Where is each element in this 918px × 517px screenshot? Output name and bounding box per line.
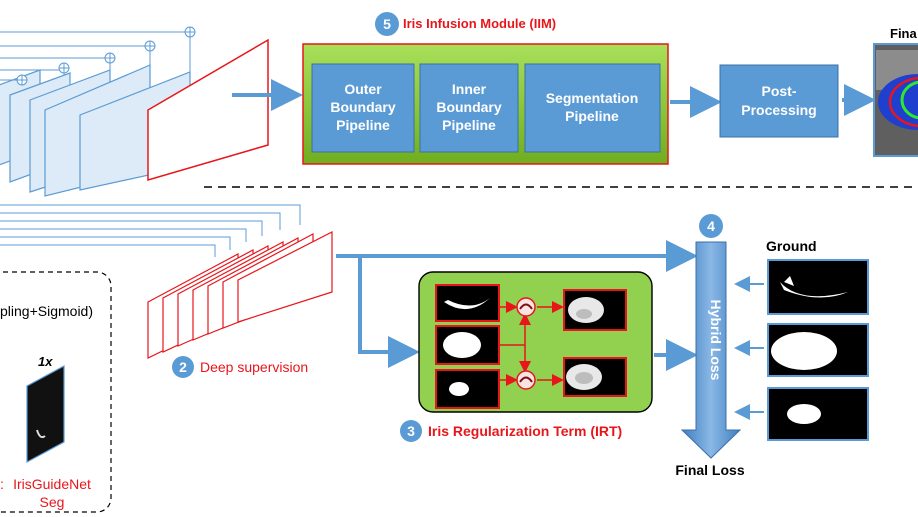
ground-mask-boundary [767, 259, 869, 315]
ground-mask-inner [767, 387, 869, 441]
hybrid-loss-arrow [680, 241, 742, 459]
inner-boundary-label-3: Pipeline [442, 117, 496, 133]
irt-module [418, 271, 653, 413]
irt-mask-inner [435, 369, 500, 409]
legend-name-line2: Seg [40, 494, 65, 510]
hybrid-loss-badge [699, 214, 723, 238]
outer-boundary-label-1: Outer [344, 81, 382, 97]
legend-partial-text: pling+Sigmoid) [0, 303, 93, 319]
irt-badge [400, 420, 422, 442]
legend-scale: 1x [38, 354, 53, 369]
legend-name-line1: IrisGuideNet [13, 476, 91, 492]
iim-title: Iris Infusion Module (IIM) [403, 16, 556, 31]
deep-supervision-stack [147, 231, 333, 359]
irt-label: Iris Regularization Term (IRT) [428, 423, 622, 439]
skip-connections [0, 31, 191, 81]
segmentation-label-2: Pipeline [565, 108, 619, 124]
deep-supervision-badge [172, 356, 194, 378]
iim-number: 5 [383, 16, 391, 32]
final-output-label: Fina [890, 26, 917, 41]
ground-mask-outer [767, 323, 869, 377]
ground-label: Ground [766, 238, 817, 254]
supervision-map [237, 231, 333, 323]
post-processing-label-2: Processing [741, 102, 816, 118]
irt-output-bottom [563, 357, 627, 397]
output-feature-map [147, 38, 269, 181]
irt-operator-top [516, 297, 536, 317]
inner-boundary-label-2: Boundary [436, 99, 502, 115]
hybrid-loss-number: 4 [707, 218, 715, 234]
post-processing-label-1: Post- [762, 83, 797, 99]
final-loss-label: Final Loss [675, 462, 744, 478]
irt-output-top [563, 289, 627, 331]
inner-boundary-label-1: Inner [452, 81, 487, 97]
deep-supervision-number: 2 [179, 359, 187, 375]
arrow-to-irt [358, 256, 420, 368]
iim-module: 5 Iris Infusion Module (IIM) Outer Bound… [302, 12, 669, 165]
hybrid-loss-label: Hybrid Loss [708, 300, 724, 381]
iim-number-badge [375, 12, 399, 36]
post-processing-box [719, 64, 839, 138]
final-output-image [873, 43, 918, 157]
inner-boundary-box [419, 63, 519, 153]
outer-boundary-label-2: Boundary [330, 99, 396, 115]
deep-supervision-label: Deep supervision [200, 359, 308, 375]
irt-number: 3 [407, 423, 415, 439]
legend-partial-mark: : [0, 476, 4, 492]
segmentation-box [524, 63, 661, 153]
outer-boundary-box [311, 63, 415, 153]
outer-boundary-label-3: Pipeline [336, 117, 390, 133]
irt-mask-outer [435, 325, 500, 365]
feature-maps [0, 38, 269, 197]
irt-operator-bottom [516, 370, 536, 390]
segmentation-label-1: Segmentation [546, 90, 639, 106]
supervision-lines [0, 204, 301, 257]
legend-output-map [26, 364, 65, 464]
irt-mask-boundary [435, 284, 500, 322]
